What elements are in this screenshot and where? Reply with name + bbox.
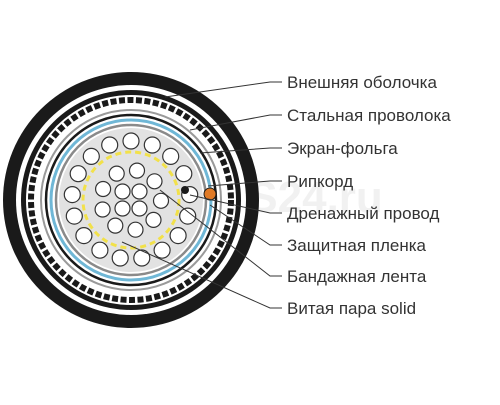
conductor [94,180,112,198]
conductor [82,147,100,165]
conductor [128,162,146,179]
conductor [133,249,151,267]
leader-line-ripcord [207,180,282,187]
cable-cross-section [3,72,259,328]
conductor [143,136,161,154]
conductor [107,217,124,234]
conductor [65,207,83,225]
callout-labels: Внешняя оболочка Стальная проволока Экра… [287,73,451,318]
leader-line-binder-tape [159,189,282,277]
drain-wire [181,186,189,194]
protective-film-ring [44,113,218,287]
label-steel-wire: Стальная проволока [287,106,451,125]
conductor [145,211,162,228]
binder-tape-yellow [81,150,181,250]
conductor [63,186,81,204]
conductor [75,227,93,245]
conductor [108,165,125,182]
label-outer-sheath: Внешняя оболочка [287,73,437,92]
conductor [127,221,144,238]
label-ripcord: Рипкорд [287,172,353,191]
conductor [114,183,131,200]
core-area [59,128,203,272]
label-drain-wire: Дренажный провод [287,204,439,223]
leader-line-twisted-pair [121,241,282,309]
conductor [131,183,148,200]
conductor [94,201,111,218]
conductor [91,241,109,259]
conductor [152,192,170,209]
conductor [101,136,119,154]
leader-line-protective-film [209,204,282,246]
conductor [169,227,187,245]
label-twisted-pair: Витая пара solid [287,299,416,318]
steel-wire-armor [28,97,234,303]
conductor [153,241,171,259]
conductor [122,132,140,150]
leader-line-drain-wire [189,194,282,214]
label-foil-screen: Экран-фольга [287,139,398,158]
conductor [146,173,163,190]
leader-line-outer-sheath [164,81,282,98]
conductor [179,207,197,225]
label-binder-tape: Бандажная лента [287,267,427,286]
conductor [175,165,193,183]
conductor [114,200,131,217]
conductor [131,200,148,217]
conductor [111,249,129,267]
twisted-pair-outer-layer [63,132,199,267]
leader-line-foil-screen [199,147,282,154]
leader-lines [121,81,282,309]
steel-wire-ring [40,109,222,291]
twisted-pair-inner-layer [94,162,170,238]
conductor [162,147,180,165]
label-protective-film: Защитная пленка [287,236,427,255]
conductor [69,165,87,183]
leader-line-steel-wire [189,114,282,131]
